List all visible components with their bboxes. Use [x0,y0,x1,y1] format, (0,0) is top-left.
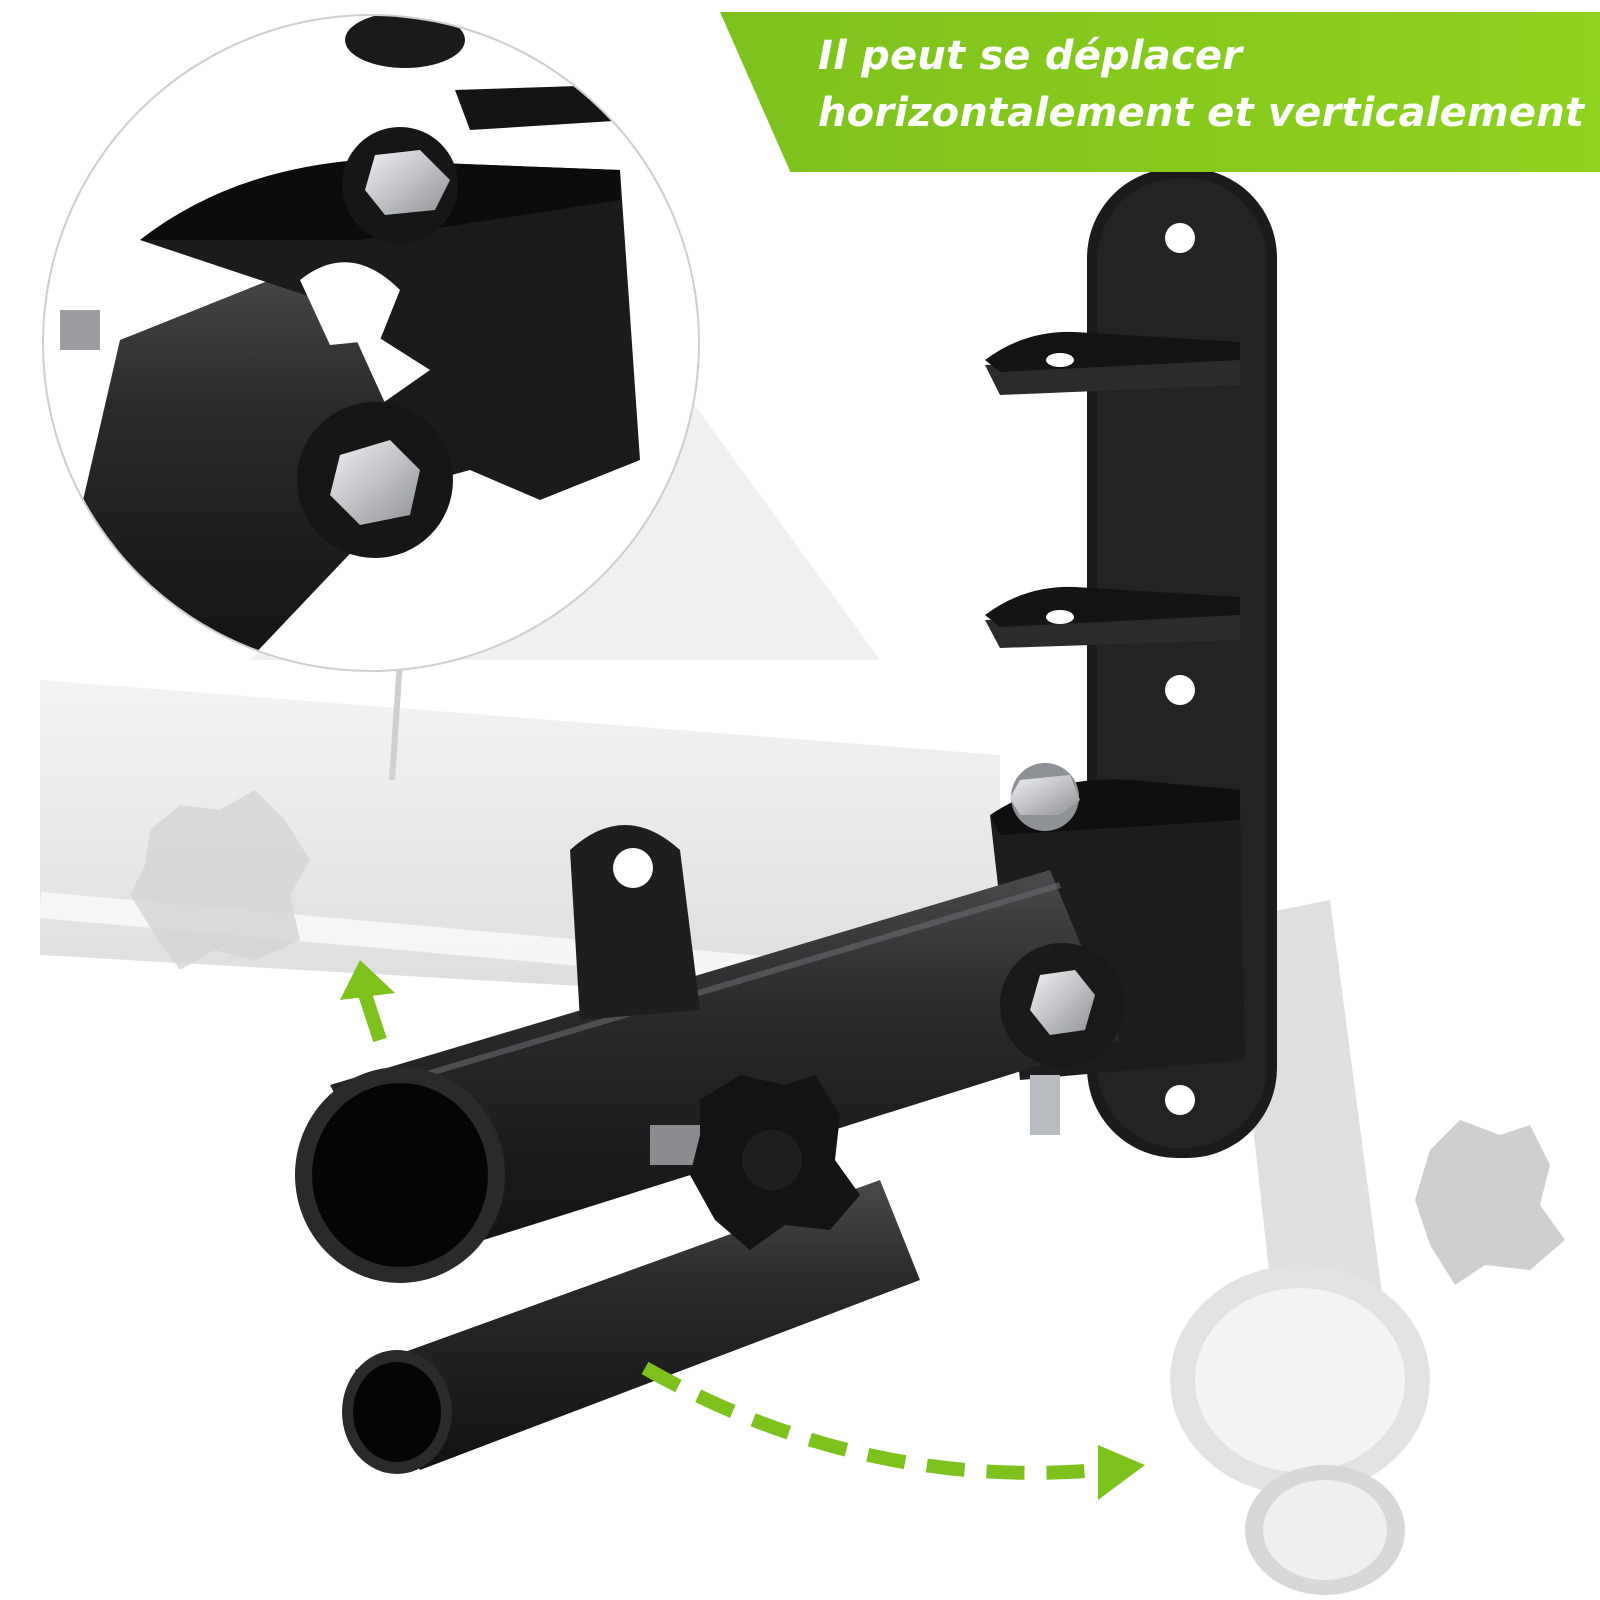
feature-caption: Il peut se déplacer horizontalement et v… [818,28,1584,142]
feature-banner [720,12,1600,172]
ghost-tube-horizontal-position [1170,900,1565,1595]
main-tube [295,825,1120,1474]
hex-bolt-icon [1000,763,1124,1135]
ghost-knob-icon [1415,1120,1565,1285]
feature-caption-line-2: horizontalement et verticalement [818,90,1585,136]
wall-mount-plate [985,168,1277,1158]
wing-knob-icon [650,1075,860,1250]
up-arrow-icon [340,960,395,1043]
feature-caption-line-1: Il peut se déplacer [818,33,1243,79]
ghost-knob-icon [130,790,310,970]
zoom-detail-circle [42,14,700,672]
curved-dashed-arrow-icon [641,1361,1145,1500]
